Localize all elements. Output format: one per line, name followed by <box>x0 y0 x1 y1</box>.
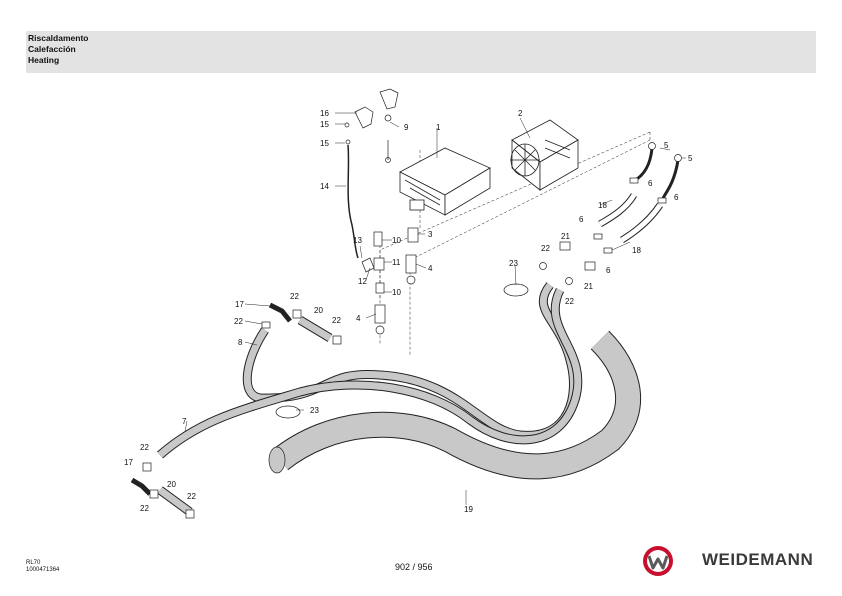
callout-4b: 4 <box>356 314 361 323</box>
blower-fan <box>510 119 579 191</box>
callout-5a: 5 <box>664 141 669 150</box>
title-italian: Riscaldamento <box>28 33 89 43</box>
callout-22d: 22 <box>541 244 550 253</box>
callout-12: 12 <box>358 277 367 286</box>
callout-10b: 10 <box>392 288 401 297</box>
callout-20b: 20 <box>167 480 176 489</box>
callout-6b: 6 <box>674 193 679 202</box>
callout-19: 19 <box>464 505 473 514</box>
air-duct <box>268 330 642 480</box>
callout-4a: 4 <box>428 264 433 273</box>
callout-8: 8 <box>238 338 243 347</box>
callout-14: 14 <box>320 182 329 191</box>
callout-22f: 22 <box>140 443 149 452</box>
callout-22a: 22 <box>290 292 299 301</box>
callout-13: 13 <box>353 236 362 245</box>
callout-labels: 1 2 3 4 4 5 5 6 6 6 6 7 8 9 10 10 11 12 … <box>124 109 693 514</box>
callout-7: 7 <box>182 417 187 426</box>
callout-2: 2 <box>518 109 523 118</box>
callout-18b: 18 <box>632 246 641 255</box>
callout-22g: 22 <box>140 504 149 513</box>
callout-16: 16 <box>320 109 329 118</box>
callout-6d: 6 <box>606 266 611 275</box>
callout-15b: 15 <box>320 139 329 148</box>
callout-22h: 22 <box>187 492 196 501</box>
callout-10a: 10 <box>392 236 401 245</box>
callout-21b: 21 <box>584 282 593 291</box>
brand-name: WEIDEMANN <box>702 550 814 569</box>
callout-1: 1 <box>436 123 441 132</box>
callout-22c: 22 <box>332 316 341 325</box>
callout-15a: 15 <box>320 120 329 129</box>
callout-22b: 22 <box>234 317 243 326</box>
callout-17b: 17 <box>124 458 133 467</box>
hose-pair <box>157 282 583 459</box>
callout-9: 9 <box>404 123 409 132</box>
weidemann-logo <box>643 546 673 576</box>
model-name: RL70 <box>26 560 41 566</box>
heater-unit <box>399 147 491 216</box>
leader-lines <box>184 112 686 505</box>
title-spanish: Calefacción <box>28 44 76 54</box>
callout-18a: 18 <box>598 201 607 210</box>
callout-6a: 6 <box>648 179 653 188</box>
valve-bracket <box>354 88 399 163</box>
callout-5b: 5 <box>688 154 693 163</box>
callout-23b: 23 <box>310 406 319 415</box>
callout-3: 3 <box>428 230 433 239</box>
doc-number: 1000471364 <box>26 567 60 573</box>
callout-17a: 17 <box>235 300 244 309</box>
callout-20a: 20 <box>314 306 323 315</box>
callout-11: 11 <box>392 258 401 267</box>
water-valve-parts <box>361 227 419 335</box>
callout-23a: 23 <box>509 259 518 268</box>
title-english: Heating <box>28 55 60 65</box>
footer-model-info: RL70 1000471364 <box>26 560 59 574</box>
page-number: 902 / 956 <box>395 562 433 572</box>
callout-6c: 6 <box>579 215 584 224</box>
header-band: Riscaldamento Calefacción Heating <box>26 31 816 73</box>
callout-22e: 22 <box>565 297 574 306</box>
callout-21a: 21 <box>561 232 570 241</box>
control-cable <box>347 144 359 259</box>
